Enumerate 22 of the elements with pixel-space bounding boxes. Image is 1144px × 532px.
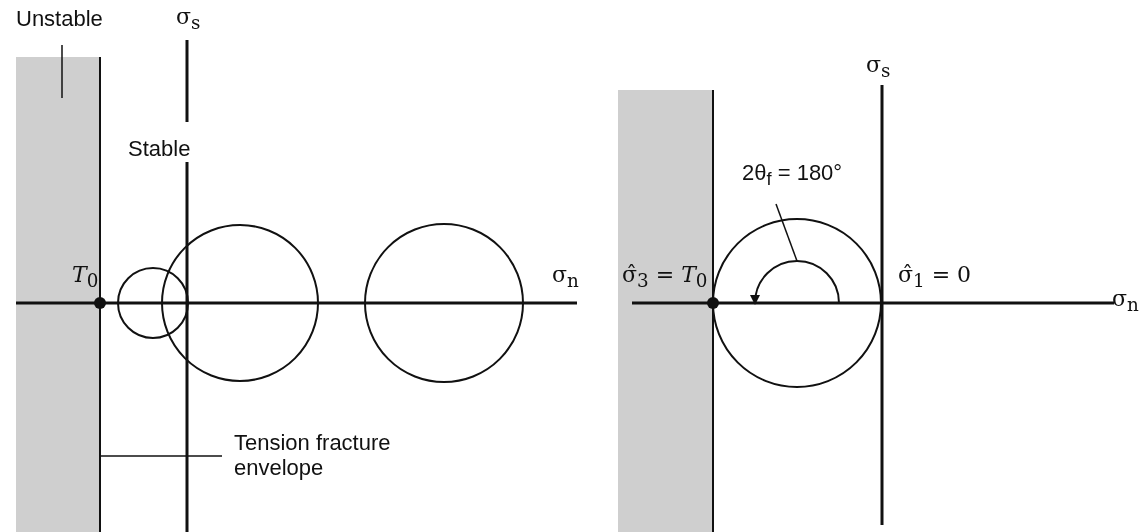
label-text: Tension fracture envelope [234, 430, 414, 481]
label-text: Unstable [16, 6, 103, 32]
axis-label: σ$_{n}$ [1112, 286, 1139, 316]
axis-label: σ$_{s}$ [866, 52, 891, 82]
envelope-line [712, 89, 714, 532]
mohr-circle [364, 223, 524, 383]
leader-line [61, 44, 63, 99]
mohr-circle [117, 267, 189, 339]
axis-label: σ$_{s}$ [176, 4, 201, 34]
shaded-region [16, 57, 100, 532]
shaded-region [618, 90, 713, 532]
axis-label: σ$_{n}$ [552, 262, 579, 292]
leader-line [775, 203, 798, 262]
region-label: Stable [128, 136, 191, 162]
envelope-line [99, 56, 101, 532]
point-label: σ̂$_{3}$ = T$_{0}$ [622, 262, 708, 292]
label-text: 2θ$_{f}$ = 180° [742, 160, 843, 190]
point-label: σ̂$_{1}$ = 0 [898, 262, 972, 292]
point-label: T$_{0}$ [72, 262, 99, 292]
mohr-circle [712, 218, 882, 388]
leader-line [100, 455, 223, 457]
mohr-circle [161, 224, 319, 382]
